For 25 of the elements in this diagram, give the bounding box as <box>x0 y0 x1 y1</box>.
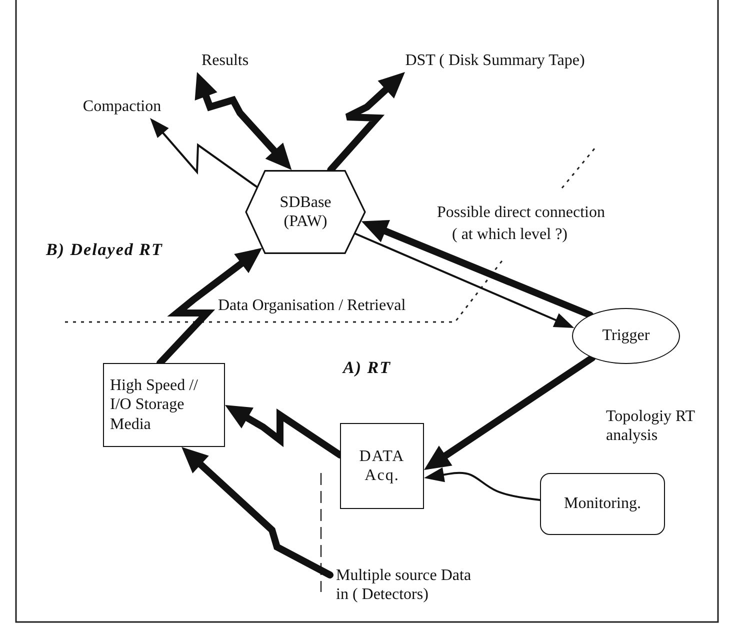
process-box <box>103 363 225 447</box>
arrow <box>354 232 574 328</box>
node-label: Monitoring. <box>564 494 641 514</box>
annotation-text: Possible direct connection <box>437 203 605 222</box>
node-label: Results <box>201 51 249 71</box>
rounded-box <box>540 473 665 535</box>
node-label: SDBase (PAW) <box>278 192 332 232</box>
arrow <box>182 447 334 578</box>
section-heading: B) Delayed RT <box>46 240 163 260</box>
arrow <box>424 354 596 470</box>
node-label: DATA Acq. <box>358 446 406 486</box>
node-label: Trigger <box>602 326 650 346</box>
annotation-text: Topologiy RT analysis <box>606 407 696 446</box>
node-label: DST ( Disk Summary Tape) <box>405 51 585 71</box>
arrow <box>150 118 258 188</box>
process-box <box>340 423 424 509</box>
arrow <box>361 220 594 319</box>
node-label: Multiple source Data in ( Detectors) <box>336 566 472 604</box>
node-label: High Speed // I/O Storage Media <box>110 376 199 434</box>
double-arrow <box>194 72 292 170</box>
node-label: Compaction <box>82 97 162 117</box>
annotation-text: ( at which level ?) <box>452 225 568 244</box>
section-heading: A) RT <box>343 358 391 378</box>
annotation-text: Data Organisation / Retrieval <box>218 296 406 316</box>
arrow <box>424 467 541 501</box>
